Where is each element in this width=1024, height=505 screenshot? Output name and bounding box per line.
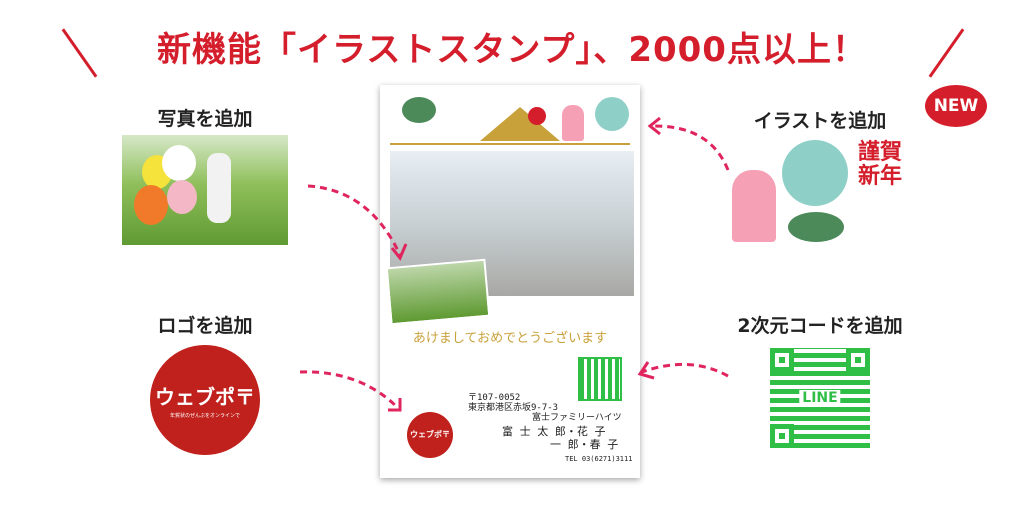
arrowhead-photo [390, 243, 408, 261]
greeting-text: あけましておめでとうございます [412, 331, 608, 346]
new-badge: NEW [925, 85, 987, 127]
logo-tagline: 年賀状のぜんぶをオンラインで [169, 413, 240, 419]
kagami-mochi-illustration [595, 97, 629, 131]
kinga-shinnen-calligraphy: 謹賀新年 [858, 139, 903, 189]
headline: 新機能「イラストスタンプ」、2000点以上！ [157, 30, 867, 70]
arrow-illust [651, 124, 730, 171]
card-qr-code [578, 357, 622, 401]
girl-illustration [732, 170, 776, 242]
names-line-2: 一 郎・春 子 [550, 438, 619, 451]
building: 富士ファミリーハイツ [532, 413, 622, 423]
kagami-mochi-illustration [782, 140, 848, 206]
arrowhead-logo [388, 398, 402, 412]
logo-label: ロゴを追加 [157, 315, 253, 337]
nengajo-card-preview: あけましておめでとうございます 〒107-0052 東京都港区赤坂9-7-3 富… [380, 85, 640, 478]
girl-illustration [562, 105, 584, 141]
qr-line-text: LINE [799, 390, 841, 406]
pine-illustration [788, 212, 844, 242]
webpo-logo: ウェブポ〒 年賀状のぜんぶをオンラインで [150, 345, 260, 455]
mount-fuji-illustration [480, 107, 560, 141]
qr-label: 2次元コードを追加 [737, 315, 903, 337]
arrow-logo [299, 370, 400, 410]
telephone: TEL 03(6271)3111 [565, 455, 633, 463]
postal-code: 〒107-0052 [468, 393, 521, 403]
card-logo: ウェブポ〒 [407, 412, 453, 458]
arrowhead-qr [637, 361, 655, 380]
address: 東京都港区赤坂9-7-3 [468, 403, 559, 413]
illust-label: イラストを追加 [753, 110, 887, 132]
gold-divider [390, 143, 630, 145]
qr-code: LINE [770, 348, 870, 448]
logo-name: ウェブポ〒 [155, 385, 255, 409]
names-line-1: 富 士 太 郎・花 子 [502, 425, 606, 438]
sun-illustration [528, 107, 546, 125]
pine-illustration [402, 97, 436, 123]
arrowhead-illust [647, 116, 661, 136]
child-photo [122, 135, 288, 245]
arrow-photo [307, 184, 402, 256]
photo-label: 写真を追加 [157, 108, 253, 130]
arrow-qr [641, 362, 729, 378]
